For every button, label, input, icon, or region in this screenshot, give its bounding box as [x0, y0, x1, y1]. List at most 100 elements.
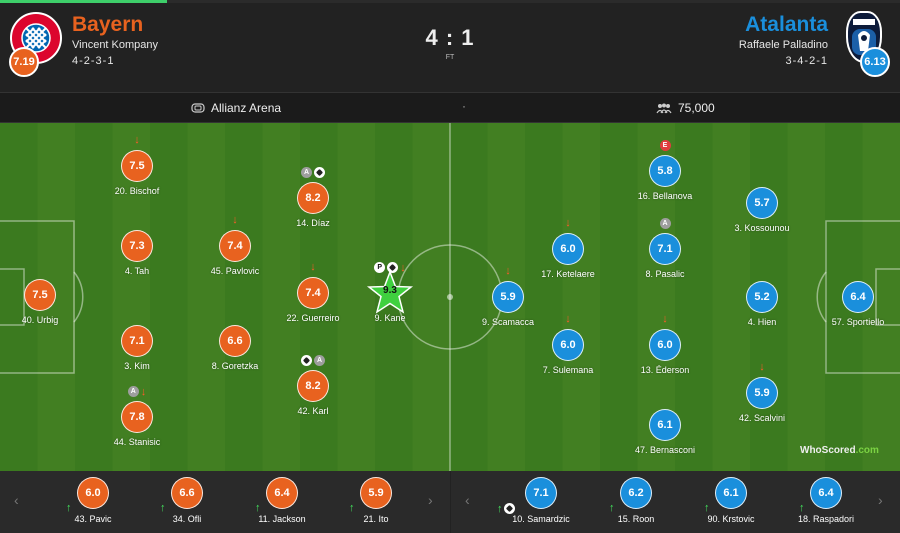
player-name[interactable]: 40. Urbig: [21, 315, 59, 325]
player-rating[interactable]: 7.4: [297, 277, 329, 309]
substitute-rating[interactable]: 6.1: [715, 477, 747, 509]
sub-off-icon: ↓: [310, 261, 316, 273]
player-rating[interactable]: 7.4: [219, 230, 251, 262]
player-name[interactable]: 42. Karl: [297, 406, 329, 416]
player-rating[interactable]: 6.4: [842, 281, 874, 313]
substitute-events: ↑: [349, 503, 355, 514]
player-name[interactable]: 45. Pavlovic: [210, 266, 260, 276]
substitute-events: ↑: [66, 502, 72, 514]
player-rating[interactable]: 7.5: [121, 150, 153, 182]
player-name[interactable]: 4. Tah: [124, 266, 150, 276]
away-subs-prev-icon[interactable]: ‹: [465, 492, 470, 508]
player-rating[interactable]: 6.1: [649, 409, 681, 441]
player-rating[interactable]: 8.2: [297, 182, 329, 214]
player-rating[interactable]: 7.8: [121, 401, 153, 433]
substitute-name[interactable]: 34. Ofli: [172, 514, 202, 524]
sub-on-icon: ↑: [160, 502, 166, 514]
goal-icon: [301, 355, 312, 366]
substitute-rating[interactable]: 6.4: [810, 477, 842, 509]
substitute-rating[interactable]: 6.4: [266, 477, 298, 509]
sub-on-icon: ↑: [497, 502, 503, 515]
player-rating[interactable]: 6.0: [649, 329, 681, 361]
substitute-name[interactable]: 15. Roon: [617, 514, 655, 524]
player-name[interactable]: 42. Scalvini: [738, 413, 786, 423]
player-rating[interactable]: 8.2: [297, 370, 329, 402]
substitute-name[interactable]: 21. Ito: [363, 514, 389, 524]
match-score: 4 : 1: [425, 25, 475, 50]
player-name[interactable]: 57. Sportiello: [831, 317, 885, 327]
player-events: A: [645, 218, 685, 229]
player-events: ↓: [742, 362, 782, 373]
player-name[interactable]: 9. Scamacca: [481, 317, 535, 327]
player-rating[interactable]: 7.3: [121, 230, 153, 262]
player-rating[interactable]: 6.6: [219, 325, 251, 357]
away-team-rating: 6.13: [860, 47, 890, 77]
player-name[interactable]: 8. Pasalic: [645, 269, 685, 279]
player-events: P↓: [370, 262, 410, 273]
player-rating[interactable]: 7.1: [649, 233, 681, 265]
substitute-rating[interactable]: 6.0: [77, 477, 109, 509]
player-name[interactable]: 17. Ketelaere: [541, 269, 595, 279]
home-subs-prev-icon[interactable]: ‹: [14, 492, 19, 508]
away-team-name[interactable]: Atalanta: [745, 13, 828, 36]
player-rating[interactable]: 5.2: [746, 281, 778, 313]
substitute-rating[interactable]: 7.1: [525, 477, 557, 509]
crowd-icon: [656, 103, 672, 113]
player-name[interactable]: 47. Bernasconi: [634, 445, 696, 455]
assist-icon: A: [301, 167, 312, 178]
player-name[interactable]: 4. Hien: [747, 317, 777, 327]
substitute-name[interactable]: 18. Raspadori: [797, 514, 855, 524]
home-team-name[interactable]: Bayern: [72, 13, 144, 36]
player-rating[interactable]: 5.9: [746, 377, 778, 409]
player-events: E: [645, 140, 685, 151]
substitute-name[interactable]: 43. Pavic: [74, 514, 112, 524]
player-events: ↓: [548, 218, 588, 229]
player-rating[interactable]: 6.0: [552, 329, 584, 361]
progress-fill: [0, 0, 167, 3]
player-name[interactable]: 16. Bellanova: [637, 191, 693, 201]
home-formation: 4-2-3-1: [72, 55, 115, 67]
substitute-name[interactable]: 10. Samardzic: [512, 514, 570, 524]
sub-off-icon: ↓: [134, 134, 140, 146]
stadium-icon: [191, 103, 205, 113]
player-name[interactable]: 14. Díaz: [296, 218, 330, 228]
sub-on-icon: ↑: [255, 502, 261, 514]
home-coach: Vincent Kompany: [72, 39, 159, 51]
player-name[interactable]: 9. Kane: [374, 313, 406, 323]
player-name[interactable]: 8. Goretzka: [211, 361, 259, 371]
player-rating[interactable]: 6.0: [552, 233, 584, 265]
sub-on-icon: ↑: [66, 502, 72, 514]
player-rating[interactable]: 7.1: [121, 325, 153, 357]
player-rating[interactable]: 5.8: [649, 155, 681, 187]
player-name[interactable]: 20. Bischof: [114, 186, 160, 196]
player-name[interactable]: 3. Kim: [124, 361, 150, 371]
home-team-rating: 7.19: [9, 47, 39, 77]
player-events: ↓: [215, 215, 255, 226]
away-subs-next-icon[interactable]: ›: [878, 492, 883, 508]
player-name[interactable]: 44. Stanisic: [113, 437, 161, 447]
player-rating: 9.3: [383, 285, 397, 296]
substitute-rating[interactable]: 5.9: [360, 477, 392, 509]
whoscored-logo[interactable]: WhoScored.com: [800, 445, 879, 456]
player-events: A: [293, 355, 333, 366]
player-rating[interactable]: 7.5: [24, 279, 56, 311]
match-header: 7.19 Bayern Vincent Kompany 4-2-3-1 4 : …: [0, 3, 900, 92]
away-coach: Raffaele Palladino: [738, 39, 828, 51]
venue-name: Allianz Arena: [211, 101, 282, 115]
player-name[interactable]: 22. Guerreiro: [286, 313, 340, 323]
substitute-rating[interactable]: 6.6: [171, 477, 203, 509]
substitute-rating[interactable]: 6.2: [620, 477, 652, 509]
substitute-name[interactable]: 90. Krstovic: [707, 514, 755, 524]
player-name[interactable]: 7. Sulemana: [542, 365, 594, 375]
player-name[interactable]: 3. Kossounou: [734, 223, 790, 233]
player-rating[interactable]: 5.7: [746, 187, 778, 219]
man-of-the-match-star-icon[interactable]: 9.3: [366, 269, 414, 317]
player-name[interactable]: 13. Éderson: [640, 365, 690, 375]
home-subs-next-icon[interactable]: ›: [428, 492, 433, 508]
substitute-name[interactable]: 11. Jackson: [258, 514, 306, 524]
substitute-events: ↑: [255, 502, 261, 514]
player-rating[interactable]: 5.9: [492, 281, 524, 313]
player-events: ↓: [548, 314, 588, 325]
